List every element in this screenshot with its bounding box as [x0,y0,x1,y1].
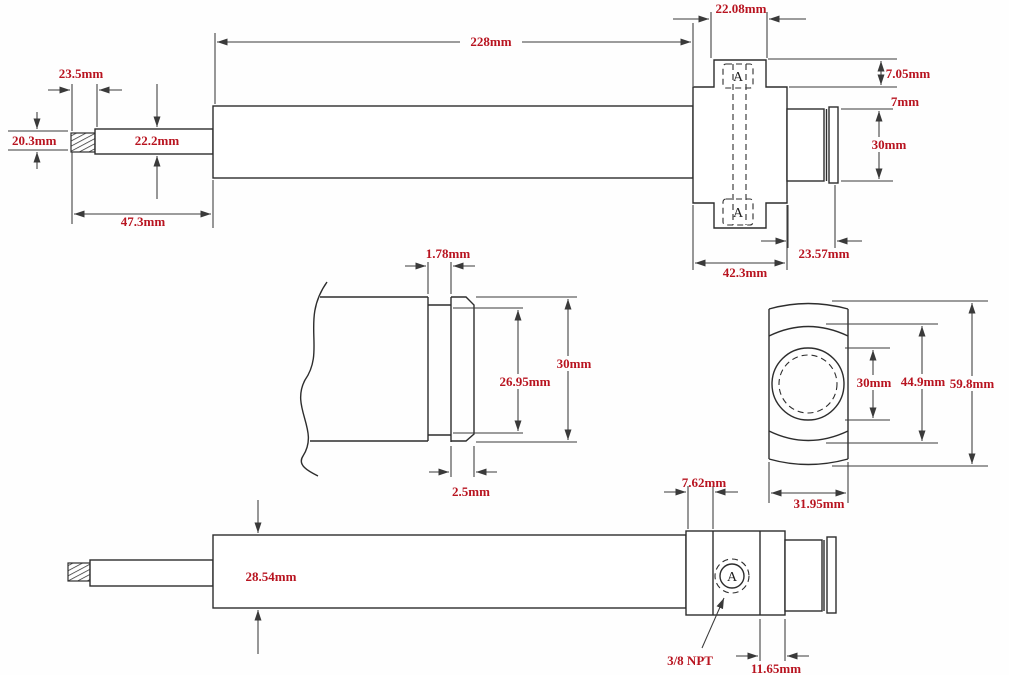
cylinder-body [212,534,687,609]
end-view: 30mm 44.9mm 59.8mm 31.95mm [768,300,998,511]
dim-body-dia: 44.9mm [826,323,948,444]
dim-cap-step: 23.57mm [761,185,862,261]
port-a-circle [719,563,745,589]
dim-end-dia: 30mm [841,108,909,182]
end-cap-ring [828,106,839,184]
dim-groove-dia: 26.95mm [453,307,552,434]
tube-end-collar [451,296,475,442]
dim-rod-extension: 47.3mm [71,152,214,229]
threaded-stud [67,562,91,582]
dim-cap-width: 42.3mm [692,205,788,280]
dim-label: 26.95mm [500,374,551,389]
body-circle-top-arc [768,325,849,337]
dim-rod-dia: 22.2mm [135,84,180,199]
bottom-side-view: A 28.54mm 7.62mm 11.65mm 3/8 NPT [67,475,837,675]
dim-label: 47.3mm [121,214,166,229]
end-cap-step [784,539,823,612]
bore-circle [771,347,845,421]
dim-label: 11.65mm [751,661,801,675]
dim-label: 28.54mm [246,569,297,584]
body-circle-bottom-arc [768,430,849,442]
break-line [300,281,328,477]
dim-label: 20.3mm [12,133,57,148]
dim-label: 23.57mm [799,246,850,261]
dim-thread-dia: 20.3mm [8,112,68,169]
dim-groove-width: 1.78mm [405,246,475,294]
dim-thread-length: 23.5mm [48,66,122,131]
top-side-view: A A 23.5mm 20.3mm 22.2mm [8,1,930,280]
dim-label: 30mm [872,137,907,152]
end-cap-ring [826,536,837,614]
dim-label: 22.08mm [716,1,767,16]
port-a-top-label: A [733,70,744,85]
dim-label: 3/8 NPT [667,653,713,668]
dim-body-length: 228mm [214,23,694,104]
dim-body-dia: 28.54mm [246,500,297,654]
dim-overall-height: 59.8mm [832,300,998,467]
port-a-label: A [727,570,738,585]
port-a-top-outline [722,63,754,89]
port-thread-callout: 3/8 NPT [667,597,725,668]
dim-bore-dia: 30mm [845,347,893,421]
dim-port-offset: 7.62mm [664,475,738,529]
dim-label: 30mm [557,356,592,371]
dim-label: 7.05mm [886,66,931,81]
dim-label: 7mm [891,94,919,109]
dim-label: 59.8mm [950,376,995,391]
dim-label: 42.3mm [723,265,768,280]
dim-flat-width: 31.95mm [768,462,849,511]
port-a-thread-circle [714,558,750,594]
dim-boss-height: 7.05mm [768,58,931,88]
cylinder-body [212,105,694,179]
end-cap-step [786,108,825,182]
dim-step: 7mm [891,94,919,109]
dim-cap-step: 11.65mm [736,619,809,675]
dim-outer-dia: 30mm [476,296,594,443]
dim-label: 2.5mm [452,484,490,499]
port-a-bottom-outline [722,198,754,226]
port-a-bottom-label: A [733,206,744,221]
dim-label: 31.95mm [794,496,845,511]
threaded-stud [70,132,96,153]
dim-label: 22.2mm [135,133,180,148]
piston-rod [89,559,214,587]
dim-label: 228mm [470,34,511,49]
bore-hidden-circle [778,354,838,414]
dim-label: 44.9mm [901,374,946,389]
end-view-top-arc [768,302,849,310]
dim-label: 23.5mm [59,66,104,81]
dim-label: 30mm [857,375,892,390]
dim-label: 7.62mm [682,475,727,490]
end-view-bottom-arc [768,458,849,466]
dim-boss-width: 22.08mm [673,1,806,58]
piston-rod [94,128,214,155]
end-cap-block [692,59,788,229]
groove-detail-view: 1.78mm 2.5mm 26.95mm 30mm [300,246,594,499]
dim-end-width: 2.5mm [429,446,497,499]
dim-label: 1.78mm [426,246,471,261]
